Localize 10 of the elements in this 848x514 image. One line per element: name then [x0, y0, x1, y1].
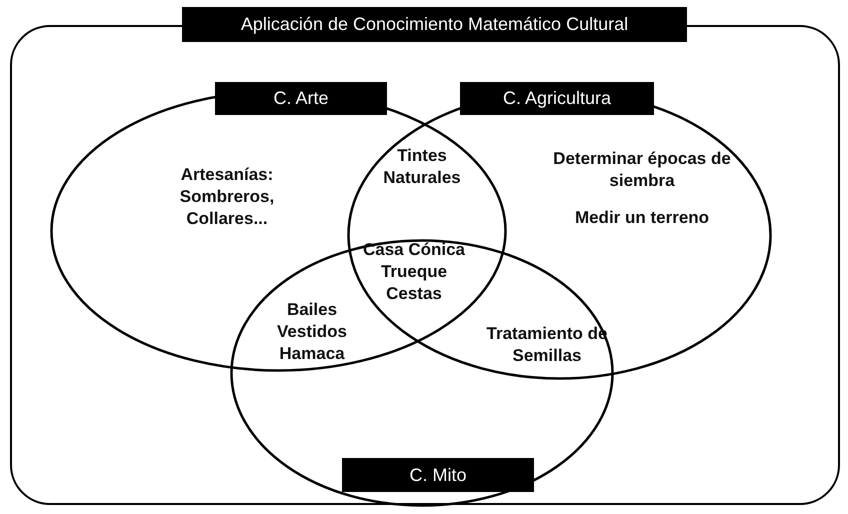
set-label-bar: C. Agricultura	[460, 82, 654, 115]
set-text: Artesanías: Sombreros, Collares...	[178, 164, 276, 230]
set-text: Medir un terreno	[574, 206, 710, 229]
set-label-bar: C. Mito	[342, 458, 534, 492]
set-label-bar: C. Arte	[215, 82, 387, 115]
intersection-text: Casa Cónica Trueque Cestas	[362, 238, 466, 306]
intersection-text: Bailes Vestidos Hamaca	[276, 298, 348, 366]
title-bar: Aplicación de Conocimiento Matemático Cultural	[182, 7, 687, 42]
set-text: Determinar épocas de siembra	[552, 148, 732, 192]
intersection-text: Tintes Naturales	[382, 144, 462, 189]
